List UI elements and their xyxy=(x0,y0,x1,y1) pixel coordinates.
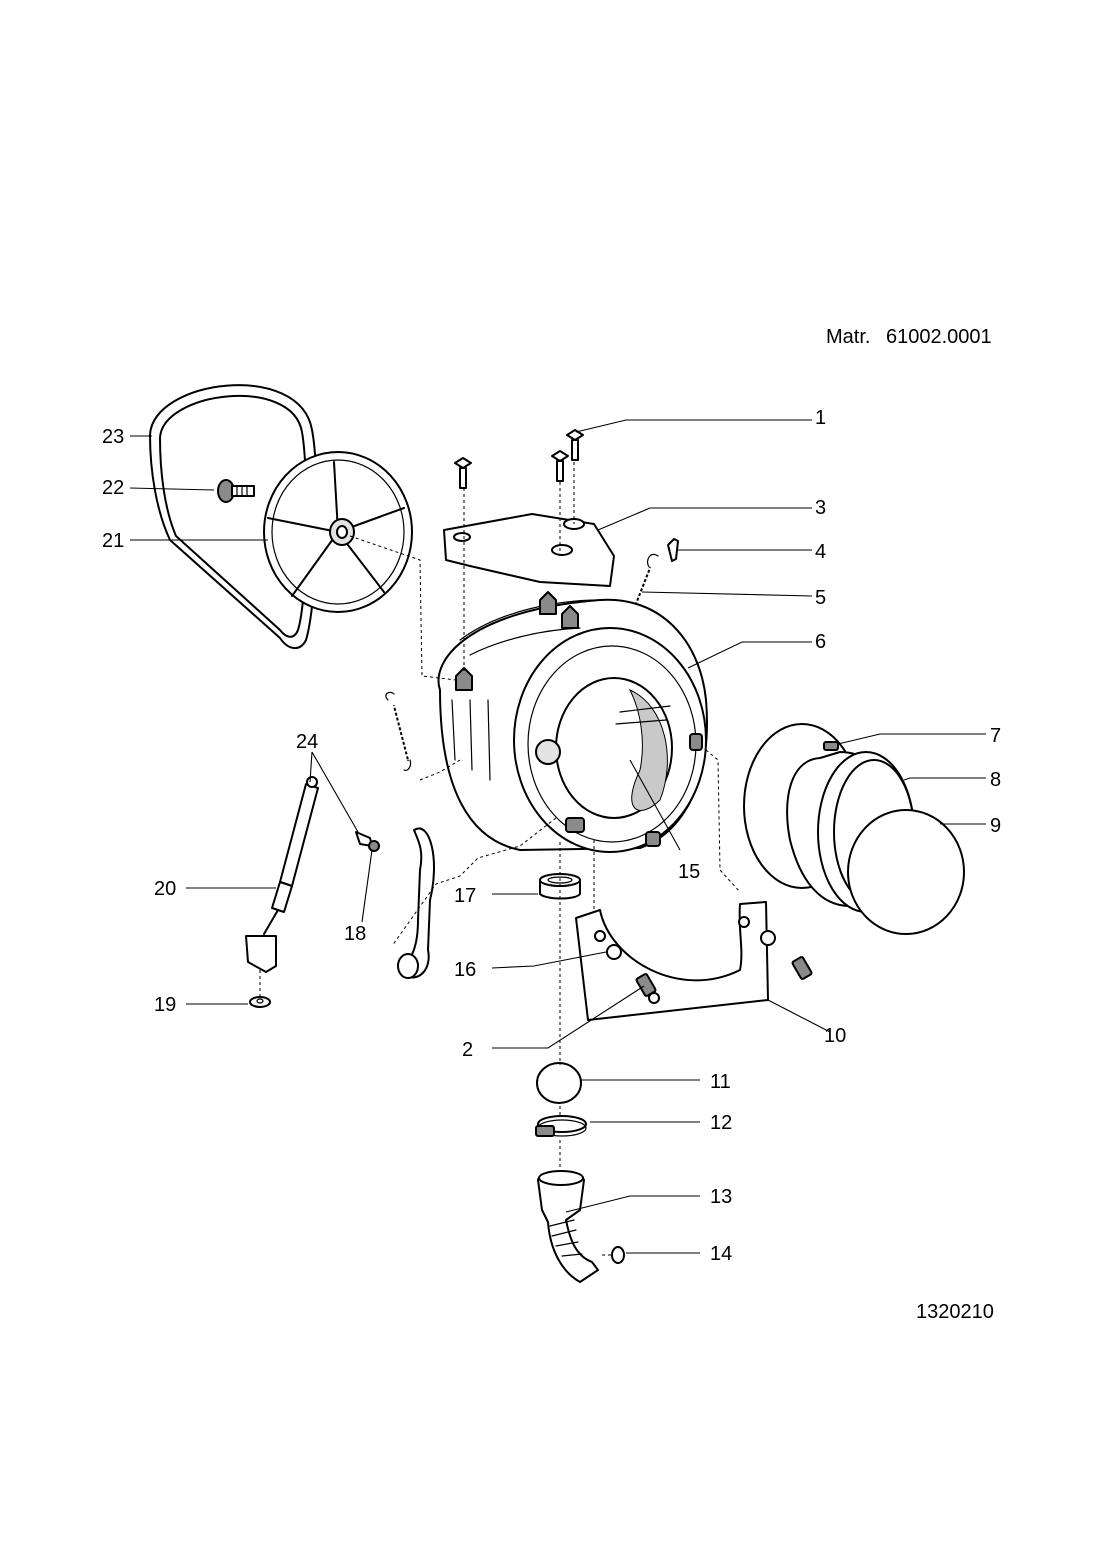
callout-18: 18 xyxy=(344,923,366,945)
callout-19: 19 xyxy=(154,994,176,1016)
material-prefix: Matr. xyxy=(826,326,870,348)
absorber-pin xyxy=(355,831,380,852)
counterweight-bolts xyxy=(606,930,813,997)
callout-14: 14 xyxy=(710,1243,732,1265)
callout-1: 1 xyxy=(815,407,826,429)
callout-11: 11 xyxy=(710,1071,731,1093)
drive-belt xyxy=(149,384,318,649)
callout-6: 6 xyxy=(815,631,826,653)
sump-hose xyxy=(537,1170,599,1283)
callout-4: 4 xyxy=(815,541,826,563)
callout-15: 15 xyxy=(678,861,700,883)
drawing-number: 1320210 xyxy=(916,1301,994,1323)
top-counterweight xyxy=(443,513,615,587)
callout-23: 23 xyxy=(102,426,124,448)
callout-5: 5 xyxy=(815,587,826,609)
callout-13: 13 xyxy=(710,1186,732,1208)
vent-hose xyxy=(397,827,436,979)
o-ring xyxy=(611,1246,625,1264)
drain-ball xyxy=(536,1062,582,1104)
callout-3: 3 xyxy=(815,497,826,519)
callout-16: 16 xyxy=(454,959,476,981)
leader-lines xyxy=(129,419,986,1254)
callout-10: 10 xyxy=(824,1025,846,1047)
hose-clamp xyxy=(535,1115,587,1137)
callout-2: 2 xyxy=(462,1039,473,1061)
drum-pulley xyxy=(263,451,413,613)
pulley-bolt xyxy=(217,479,255,503)
front-counterweight xyxy=(575,901,769,1021)
gasket-ring xyxy=(847,809,965,935)
material-number: 61002.0001 xyxy=(886,326,992,348)
callout-20: 20 xyxy=(154,878,176,900)
callout-17: 17 xyxy=(454,885,476,907)
drum-tub xyxy=(437,591,708,853)
callout-22: 22 xyxy=(102,477,124,499)
lower-spring xyxy=(385,691,412,771)
callout-24: 24 xyxy=(296,731,318,753)
shock-absorber xyxy=(245,776,319,973)
assembly-guide-lines xyxy=(259,462,741,1256)
callout-numbers: 1 2 3 4 5 6 7 8 9 10 11 12 13 14 15 16 1… xyxy=(102,407,1001,1265)
top-screws xyxy=(454,429,584,489)
callout-7: 7 xyxy=(990,725,1001,747)
callout-9: 9 xyxy=(990,815,1001,837)
callout-21: 21 xyxy=(102,530,124,552)
tub-nut xyxy=(539,873,581,900)
absorber-foot xyxy=(249,996,271,1008)
callout-8: 8 xyxy=(990,769,1001,791)
callout-12: 12 xyxy=(710,1112,732,1134)
